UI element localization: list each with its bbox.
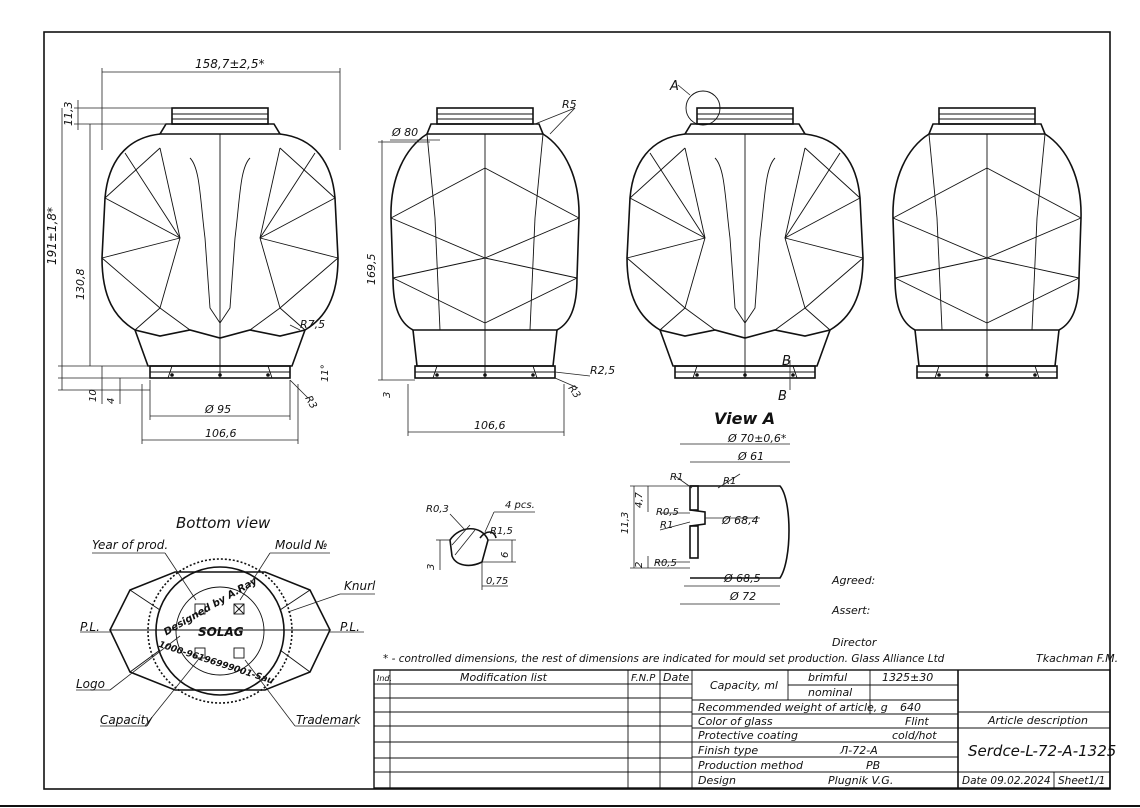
knurl-d6: 6: [500, 552, 511, 558]
front-radius-dim: R7,5: [300, 318, 325, 331]
engraving-brand: SOLAG: [198, 625, 244, 639]
view-a-d61: Ø 61: [737, 450, 764, 463]
side-view: [390, 107, 580, 379]
side-3-dim: 3: [382, 392, 393, 398]
approvals: Agreed: Assert: Director Tkachman F.M.: [831, 574, 1118, 665]
front-width-dim: 158,7±2,5*: [195, 57, 265, 71]
third-view-annotations: A B B: [669, 79, 791, 404]
view-a-h47: 4,7: [634, 491, 645, 508]
bottom-pl-right: P.L.: [340, 620, 360, 634]
side-d80-dim: Ø 80: [391, 126, 418, 139]
view-a-r1a: R1: [670, 472, 683, 483]
section-b-label-1: B: [782, 354, 791, 369]
bottom-view: Bottom view Designed by A.Ray SOLAG 1000…: [76, 514, 376, 727]
front-view-dimensions: 158,7±2,5* 11,3 191±1,8* 130,8 10 4 R7,5…: [45, 57, 341, 444]
bottom-trademark-label: Trademark: [296, 713, 362, 727]
tb-fnp: F.N.P: [631, 673, 656, 684]
tb-brimful: brimful: [808, 671, 847, 684]
title-block: Ind. Modification list F.N.P Date Capaci…: [373, 669, 1116, 789]
knurl-r15: R1,5: [490, 526, 513, 537]
view-a-r05b: R0,5: [654, 558, 677, 569]
side-r3-dim: R3: [566, 383, 583, 400]
front-angle-dim: 11°: [320, 364, 331, 382]
knurl-pcs: 4 pcs.: [505, 500, 535, 511]
knurl-detail: R0,3 4 pcs. R1,5 6 3 0,75: [426, 500, 535, 590]
director-label: Director: [832, 636, 878, 649]
tb-finish-val: Л-72-А: [839, 744, 878, 757]
tb-finish-label: Finish type: [698, 744, 758, 757]
tb-method-label: Production method: [698, 759, 804, 772]
third-view: [626, 107, 864, 379]
view-a-d72: Ø 72: [729, 590, 756, 603]
bottom-mould-label: Mould №: [275, 538, 328, 552]
bottom-view-title: Bottom view: [176, 514, 271, 532]
tb-article-name: Serdce-L-72-A-1325: [968, 742, 1116, 760]
view-a-detail: View A Ø 70±0,6* Ø 61 R1 R1 R0,5 R1 Ø 68…: [620, 409, 790, 605]
view-a-r05a: R0,5: [656, 507, 679, 518]
tb-color-label: Color of glass: [698, 715, 773, 728]
bottom-capacity-label: Capacity: [100, 713, 153, 727]
front-foot-dim: 10: [88, 389, 99, 402]
tb-method-val: PB: [866, 759, 880, 772]
side-r5-dim: R5: [562, 98, 577, 111]
tb-sheet: Sheet1/1: [1058, 775, 1105, 787]
detail-a-label: A: [669, 79, 679, 94]
front-base-dim: 106,6: [205, 427, 237, 440]
view-a-d685: Ø 68,5: [723, 572, 761, 585]
tb-coating-val: cold/hot: [892, 729, 937, 742]
front-d95-dim: Ø 95: [204, 403, 231, 416]
tb-article-desc: Article description: [987, 714, 1088, 727]
assert-label: Assert:: [831, 604, 870, 617]
agreed-label: Agreed:: [831, 574, 875, 587]
front-height-dim: 191±1,8*: [45, 207, 59, 265]
side-r25-dim: R2,5: [590, 364, 615, 377]
knurl-d075: 0,75: [486, 576, 508, 587]
front-r3-dim: R3: [302, 394, 318, 411]
tb-date-val: Date 09.02.2024: [962, 775, 1051, 787]
view-a-r1c: R1: [660, 520, 673, 531]
front-neck-dim: 11,3: [62, 102, 75, 127]
section-b-label-2: B: [778, 389, 787, 404]
view-a-d70: Ø 70±0,6*: [727, 432, 787, 445]
tb-nominal: nominal: [808, 686, 852, 699]
view-a-r1b: R1: [723, 476, 736, 487]
engraving-bottom: 1000-96196999001-Sau: [157, 640, 275, 687]
tb-capacity-label: Capacity, ml: [710, 679, 778, 692]
bottom-knurl-label: Knurl: [344, 579, 376, 593]
tb-weight-val: 640: [900, 701, 921, 714]
knurl-r03: R0,3: [426, 504, 449, 515]
front-body-dim: 130,8: [74, 269, 87, 301]
controlled-dims-note: * - controlled dimensions, the rest of d…: [383, 653, 945, 665]
view-a-h113: 11,3: [620, 512, 631, 534]
tb-design-label: Design: [698, 774, 736, 787]
side-height-dim: 169,5: [365, 254, 378, 286]
bottom-pl-left: P.L.: [80, 620, 100, 634]
tb-color-val: Flint: [905, 715, 929, 728]
director-name: Tkachman F.M.: [1036, 652, 1118, 665]
tb-ind: Ind.: [377, 674, 392, 683]
tb-weight-label: Recommended weight of article, g: [698, 701, 888, 714]
side-base-dim: 106,6: [474, 419, 506, 432]
front-foot2-dim: 4: [106, 398, 117, 404]
bottom-logo-label: Logo: [76, 677, 105, 691]
tb-date-col: Date: [663, 671, 690, 684]
sheet-frame: [43, 31, 1111, 790]
knurl-d3: 3: [426, 564, 437, 570]
front-view: [101, 107, 339, 379]
tb-coating-label: Protective coating: [698, 729, 798, 742]
view-a-d684: Ø 68,4: [721, 514, 759, 527]
tb-design-val: Plugnik V.G.: [828, 774, 893, 787]
view-a-title: View A: [714, 409, 775, 428]
tb-brimful-val: 1325±30: [882, 671, 933, 684]
view-a-h2: 2: [634, 562, 645, 568]
side-view-dimensions: Ø 80 R5 169,5 3 R2,5 R3 106,6: [365, 98, 615, 436]
bottom-year-label: Year of prod.: [92, 538, 168, 552]
fourth-view: [892, 107, 1082, 379]
tb-mod-list: Modification list: [460, 671, 548, 684]
